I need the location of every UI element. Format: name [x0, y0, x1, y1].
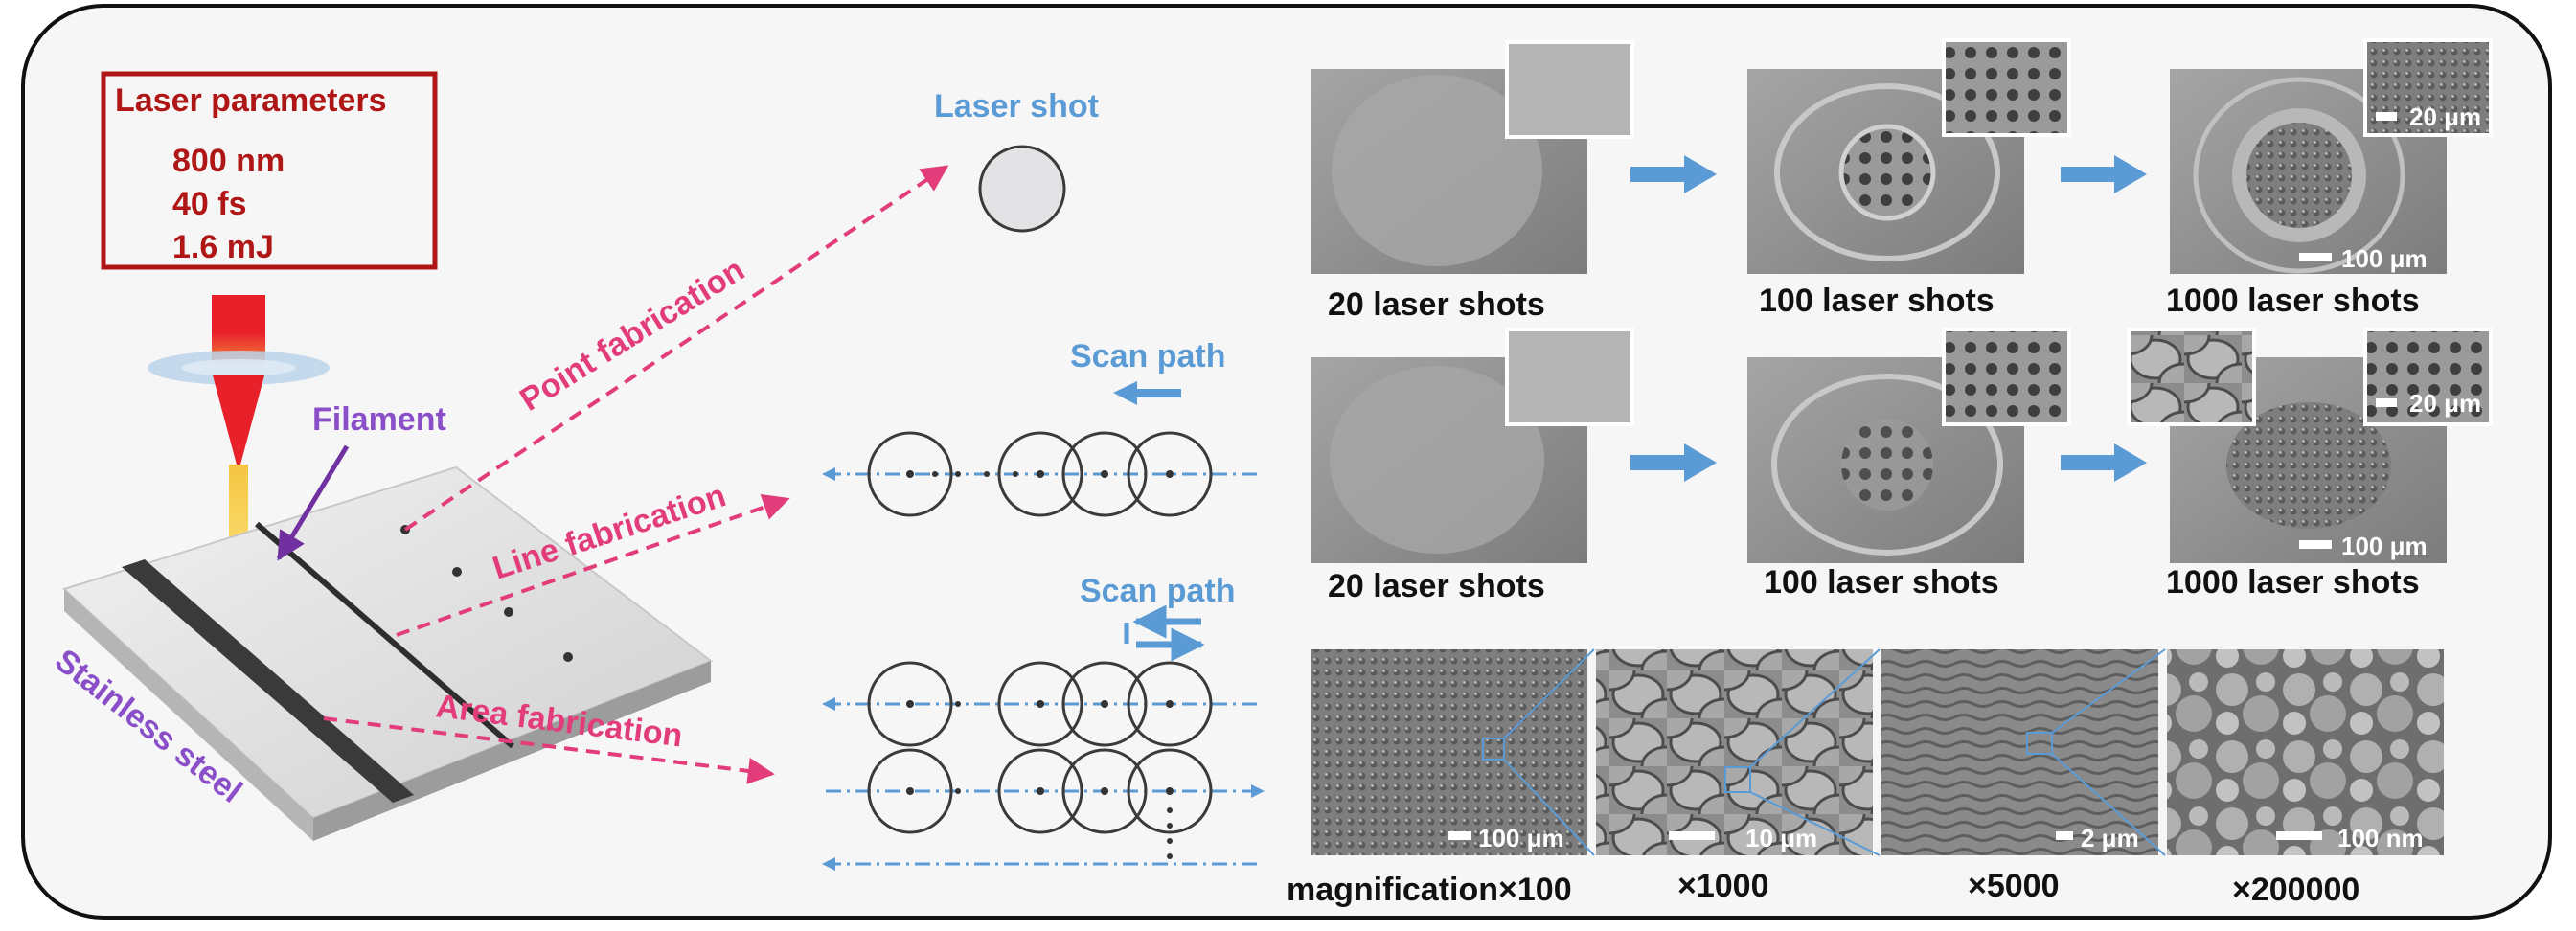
- progress-arrow-row2-a: [1630, 443, 1717, 482]
- label-line-100: 100 laser shots: [1764, 564, 1999, 601]
- scan-path-label-area: Scan path: [1080, 573, 1235, 609]
- sem-point-1000-shots: 20 μm 100 μm: [2170, 40, 2491, 274]
- pulse-width-value: 40 fs: [172, 186, 247, 222]
- label-line-1000: 1000 laser shots: [2166, 564, 2420, 601]
- label-point-20: 20 laser shots: [1328, 286, 1545, 323]
- progress-arrow-row2-b: [2061, 443, 2147, 482]
- scale-bar-20um-row1: 20 μm: [2409, 102, 2481, 131]
- point-fabrication-label: Point fabrication: [513, 251, 751, 418]
- sem-magnification-1000: 10 μm: [1596, 649, 1873, 855]
- scale-bar-mag-200000: 100 nm: [2337, 824, 2424, 852]
- label-magnification-200000: ×200000: [2232, 872, 2359, 908]
- label-magnification-100: magnification×100: [1287, 872, 1572, 908]
- scale-bar-mag-5000: 2 μm: [2081, 824, 2139, 852]
- label-point-1000: 1000 laser shots: [2166, 283, 2420, 319]
- scale-bar-mag-100: 100 μm: [1478, 824, 1564, 852]
- scan-direction-arrows-area: [1127, 622, 1201, 645]
- wavelength-value: 800 nm: [172, 143, 285, 179]
- scale-bar-100um-row1: 100 μm: [2341, 244, 2428, 273]
- sem-line-20-shots: [1311, 329, 1632, 563]
- energy-value: 1.6 mJ: [172, 229, 274, 265]
- laser-shot-circle: [980, 147, 1064, 231]
- sem-magnification-200000: 100 nm: [2167, 649, 2444, 855]
- scale-bar-mag-1000: 10 μm: [1745, 824, 1817, 852]
- filament-label: Filament: [312, 401, 446, 438]
- label-point-100: 100 laser shots: [1759, 283, 1995, 319]
- scale-bar-20um-row2: 20 μm: [2409, 389, 2481, 418]
- area-scan-schematic: [822, 663, 1265, 871]
- scan-direction-arrow-line: [1113, 381, 1181, 405]
- laser-parameters-title: Laser parameters: [115, 82, 387, 119]
- laser-beam: [148, 295, 330, 465]
- laser-shot-label: Laser shot: [934, 88, 1099, 125]
- line-scan-schematic: [822, 433, 1263, 515]
- scan-path-label-line: Scan path: [1070, 338, 1225, 375]
- sem-point-20-shots: [1311, 42, 1632, 274]
- sem-point-100-shots: [1747, 40, 2069, 274]
- sem-line-100-shots: [1747, 329, 2069, 563]
- progress-arrow-row1-a: [1630, 155, 1717, 193]
- label-magnification-5000: ×5000: [1968, 868, 2060, 904]
- sem-magnification-100: 100 μm: [1311, 649, 1587, 855]
- scale-bar-100um-row2: 100 μm: [2341, 532, 2428, 560]
- label-line-20: 20 laser shots: [1328, 568, 1545, 604]
- laser-parameters-box: Laser parameters 800 nm 40 fs 1.6 mJ: [103, 74, 435, 267]
- sem-magnification-5000: 2 μm: [1881, 649, 2158, 855]
- sem-line-1000-shots: 20 μm 100 μm: [2129, 329, 2491, 563]
- progress-arrow-row1-b: [2061, 155, 2147, 193]
- label-magnification-1000: ×1000: [1677, 868, 1769, 904]
